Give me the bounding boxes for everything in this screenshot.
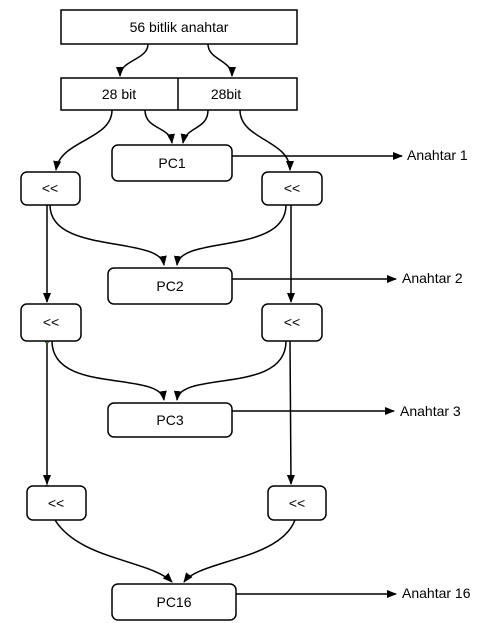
shift1-left-label: << <box>42 180 58 196</box>
key-box-label: 56 bitlik anahtar <box>130 19 229 35</box>
anahtar16-label: Anahtar 16 <box>402 585 471 601</box>
left-half-label: 28 bit <box>102 86 136 102</box>
shift3-left-label: << <box>48 495 64 511</box>
pc2-label: PC2 <box>156 278 183 294</box>
anahtar2-label: Anahtar 2 <box>402 270 463 286</box>
arrow-right-half-to-shift1-right <box>239 109 294 171</box>
pc3-box <box>107 402 233 438</box>
arrow-left-half-to-shift1-left <box>53 109 113 171</box>
pc1-label: PC1 <box>158 155 185 171</box>
anahtar3-label: Anahtar 3 <box>400 403 461 419</box>
shift2-right-box <box>261 303 323 342</box>
arrow-shift2-left-to-pc3 <box>51 340 167 401</box>
pc3-label: PC3 <box>156 412 183 428</box>
shift3-left-box <box>26 485 87 521</box>
shift1-right-box <box>261 171 323 206</box>
arrow-shift1-left-to-pc2 <box>49 204 167 266</box>
pc16-label: PC16 <box>156 594 191 610</box>
shift1-right-label: << <box>284 180 300 196</box>
halves-box <box>60 77 298 111</box>
arrow-shift3-left-to-pc16 <box>54 519 173 583</box>
arrow-shift2-right-to-shift3-right <box>286 340 295 485</box>
arrow-shift3-right-to-pc16 <box>183 519 296 583</box>
arrow-key-to-right-half <box>207 43 236 77</box>
connectors <box>43 43 403 598</box>
shift3-right-label: << <box>289 495 305 511</box>
arrow-shift1-right-to-pc2 <box>173 204 287 266</box>
arrow-right-half-to-pc1 <box>180 109 209 144</box>
key-box <box>60 9 298 45</box>
pc2-box <box>107 267 233 305</box>
shift1-left-box <box>20 171 81 206</box>
shift3-right-box <box>267 485 327 521</box>
shift2-left-label: << <box>43 314 59 330</box>
pc1-box <box>111 144 233 182</box>
right-half-label: 28bit <box>211 86 241 102</box>
arrow-key-to-left-half <box>116 43 149 77</box>
arrow-shift2-right-to-pc3 <box>173 340 287 401</box>
shift2-right-label: << <box>284 314 300 330</box>
shift2-left-box <box>20 303 82 342</box>
pc16-box <box>111 583 237 621</box>
anahtar1-label: Anahtar 1 <box>407 147 468 163</box>
arrow-left-half-to-pc1 <box>144 109 175 144</box>
